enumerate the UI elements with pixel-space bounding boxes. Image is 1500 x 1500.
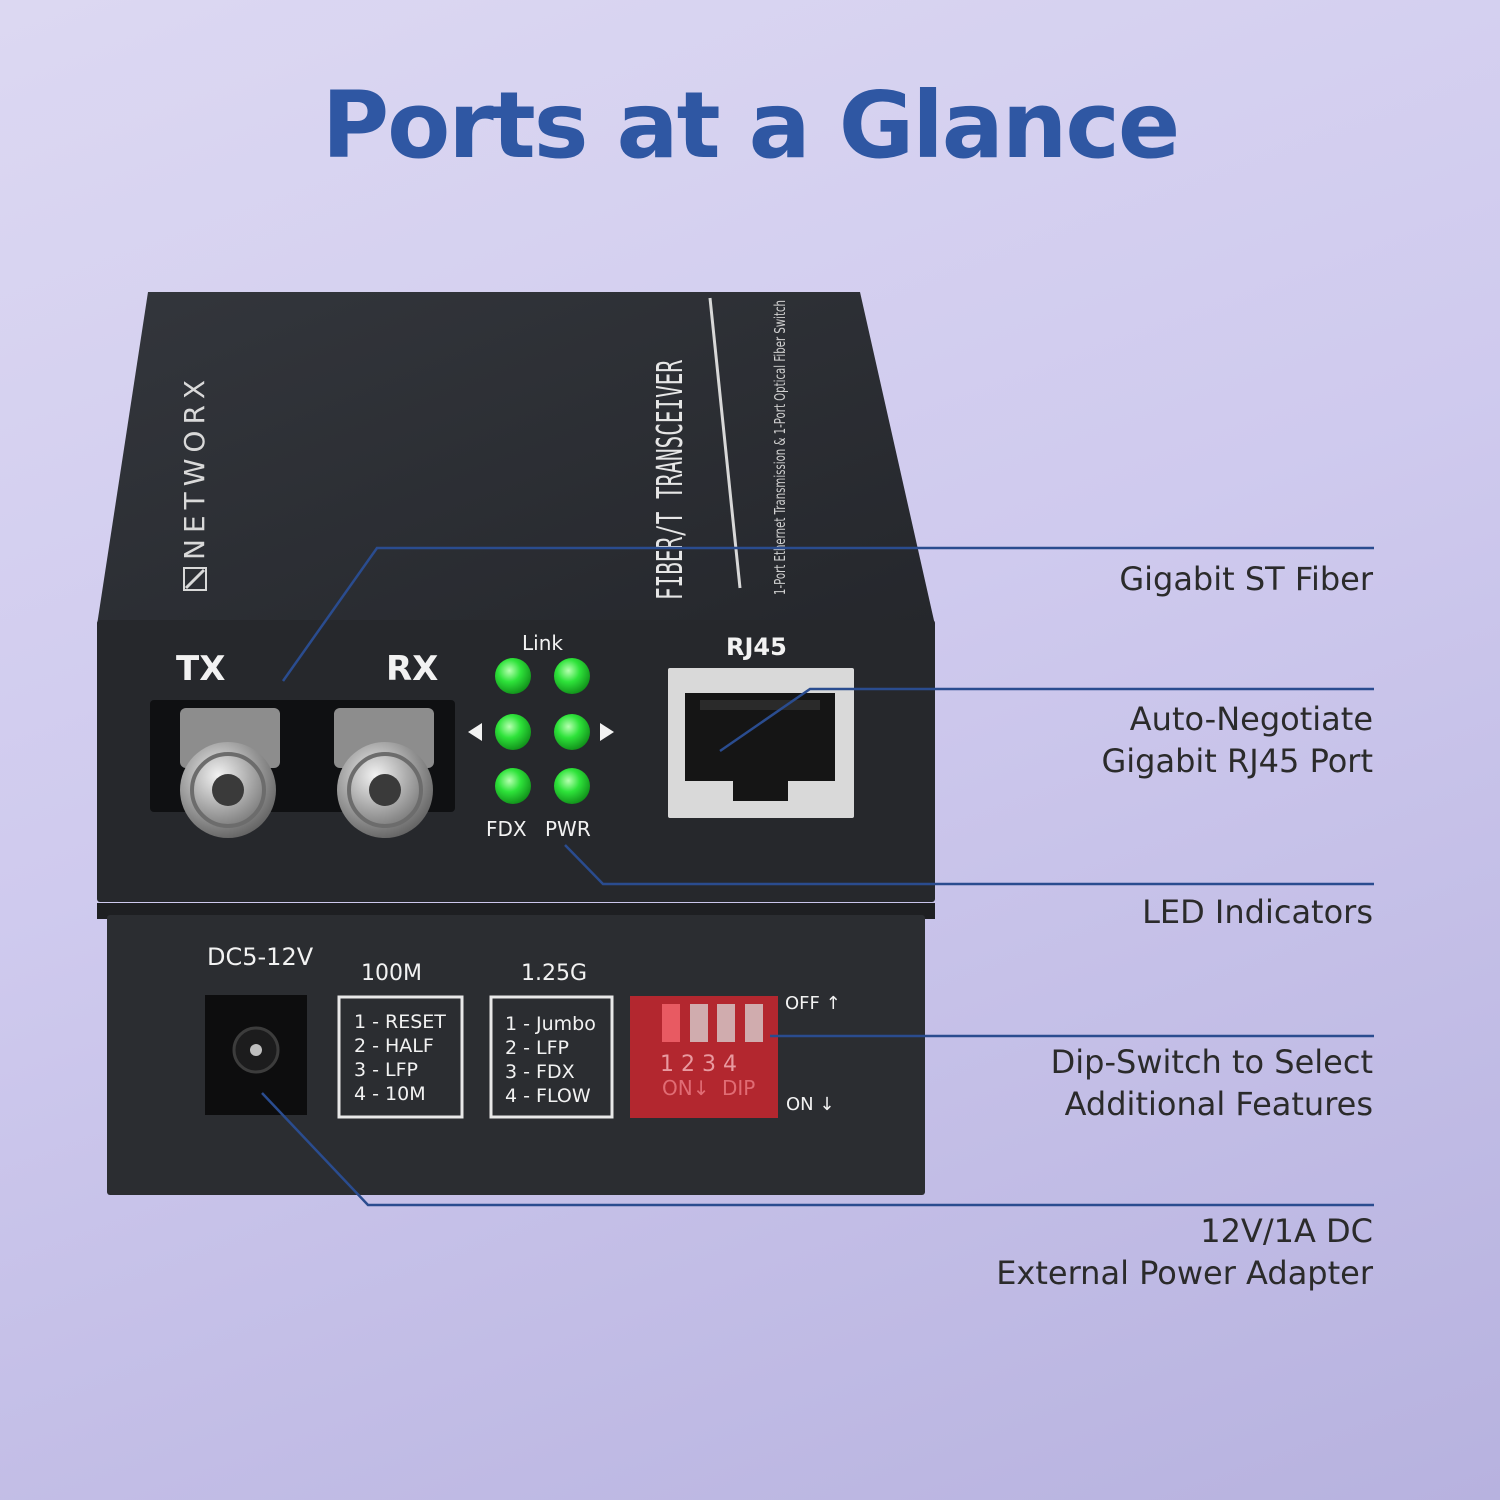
callout-led: LED Indicators (1142, 891, 1373, 933)
mode-125g-item: 1 - Jumbo (505, 1013, 596, 1035)
mode-125g-box (489, 995, 614, 1119)
led-indicator (554, 658, 590, 694)
callout-line-power (261, 1092, 1374, 1207)
callout-power: 12V/1A DC External Power Adapter (996, 1210, 1373, 1294)
mode-125g-item: 4 - FLOW (505, 1085, 591, 1107)
callout-rj45: Auto-Negotiate Gigabit RJ45 Port (1101, 698, 1373, 782)
top-unit-top-face (97, 292, 935, 625)
arrow-right-icon (600, 723, 614, 741)
arrow-left-icon (468, 723, 482, 741)
page-title: Ports at a Glance (321, 72, 1181, 179)
mode-125g-item: 2 - LFP (505, 1037, 569, 1059)
callout-dip-switch: Dip-Switch to Select Additional Features (1051, 1041, 1373, 1125)
callout-line-st-fiber (281, 546, 1374, 682)
transceiver-subtitle: 1-Port Ethernet Transmission & 1-Port Op… (771, 300, 789, 595)
bottom-unit-front-face (107, 915, 925, 1195)
dip-label: DIP (722, 1076, 755, 1100)
callout-text: LED Indicators (1142, 893, 1373, 931)
callout-text: External Power Adapter (996, 1254, 1373, 1292)
led-indicator (554, 714, 590, 750)
callout-line-led (564, 844, 1374, 886)
rj45-label: RJ45 (726, 633, 787, 661)
led-indicator (495, 768, 531, 804)
mode-100m-item: 1 - RESET (354, 1011, 446, 1033)
mode-100m-item: 3 - LFP (354, 1059, 418, 1081)
transceiver-title: FIBER/T TRANSCEIVER (650, 360, 691, 600)
mode-100m-item: 4 - 10M (354, 1083, 426, 1105)
callout-text: Gigabit ST Fiber (1119, 560, 1373, 598)
led-indicator (554, 768, 590, 804)
callout-line-rj45 (719, 687, 1374, 753)
mode-100m-item: 2 - HALF (354, 1035, 434, 1057)
rj45-port[interactable] (668, 668, 854, 818)
callout-st-fiber: Gigabit ST Fiber (1119, 558, 1373, 600)
dip-switch[interactable] (630, 996, 778, 1118)
tx-label: TX (176, 649, 225, 689)
callout-text: Dip-Switch to Select (1050, 1043, 1373, 1081)
dip-on-direction-label: ON ↓ (786, 1094, 834, 1115)
mode-125g-header: 1.25G (521, 961, 587, 986)
brand-text: NETWORX (178, 374, 211, 560)
rx-label: RX (386, 649, 438, 689)
dip-numbers: 1 2 3 4 (660, 1052, 737, 1077)
led-fdx-label: FDX (486, 817, 527, 841)
networx-logo: NETWORX (178, 374, 211, 591)
power-label: DC5-12V (207, 943, 314, 971)
led-pwr-label: PWR (545, 817, 591, 841)
led-indicator (495, 658, 531, 694)
callout-text: Additional Features (1064, 1085, 1373, 1123)
top-face-divider (708, 297, 742, 589)
mode-125g-item: 3 - FDX (505, 1061, 575, 1083)
mode-100m-header: 100M (361, 961, 422, 986)
callout-text: 12V/1A DC (1200, 1212, 1373, 1250)
callout-text: Auto-Negotiate (1129, 700, 1373, 738)
tx-st-connector[interactable] (180, 708, 280, 838)
led-link-label: Link (522, 631, 563, 655)
power-jack[interactable] (205, 995, 307, 1115)
mode-100m-box (337, 995, 464, 1119)
dip-on-label: ON↓ (662, 1076, 709, 1100)
rx-st-connector[interactable] (334, 708, 434, 838)
led-indicator (495, 714, 531, 750)
dip-off-label: OFF ↑ (785, 993, 841, 1014)
callout-text: Gigabit RJ45 Port (1101, 742, 1373, 780)
